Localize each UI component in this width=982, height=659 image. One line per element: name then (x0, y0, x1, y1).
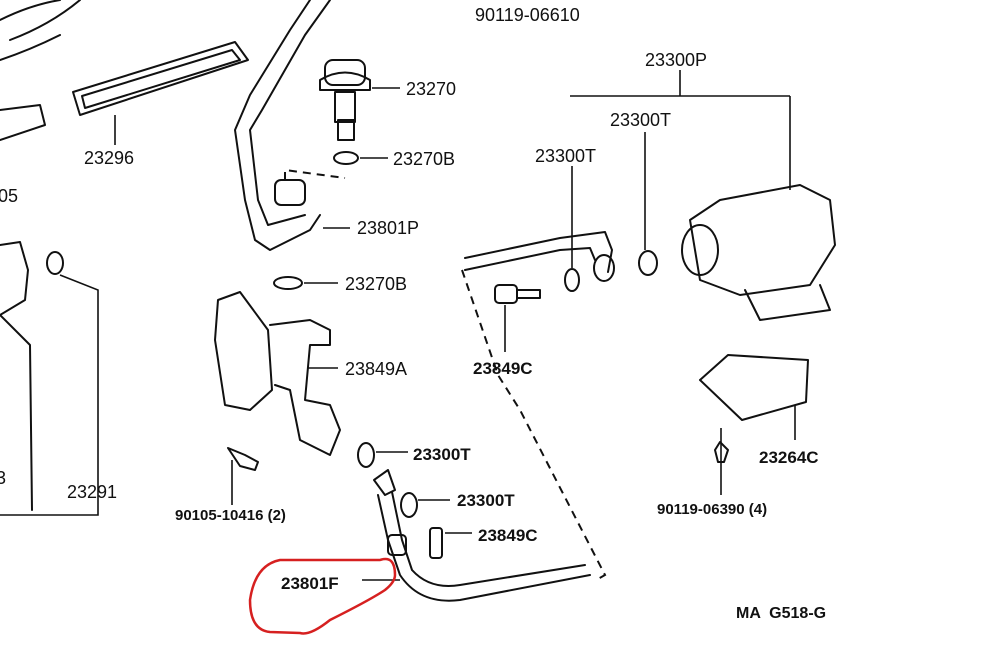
label-23300T-right[interactable]: 23300T (610, 110, 671, 130)
label-23300T-mid[interactable]: 23300T (413, 445, 471, 464)
label-23270[interactable]: 23270 (406, 79, 456, 99)
fuel-pipe-23801F (357, 442, 591, 602)
label-23300T-left[interactable]: 23300T (535, 146, 596, 166)
label-23270B-upper[interactable]: 23270B (393, 149, 455, 169)
label-23296[interactable]: 23296 (84, 148, 134, 168)
label-23291[interactable]: 23291 (67, 482, 117, 502)
fuel-filter-23300P (570, 70, 836, 321)
label-90119-06610[interactable]: 90119-06610 (475, 5, 580, 25)
label-23264C[interactable]: 23264C (759, 448, 819, 467)
label-23801F[interactable]: 23801F (281, 574, 339, 593)
cover-23296 (72, 41, 249, 145)
label-90105-10416[interactable]: 90105-10416 (2) (175, 507, 286, 524)
drawing-code: MA G518-G (736, 605, 826, 622)
label-23849A[interactable]: 23849A (345, 359, 407, 379)
label-partial-3: 3 (0, 468, 6, 488)
label-23300T-low[interactable]: 23300T (457, 491, 515, 510)
pressure-regulator-23270 (273, 59, 400, 290)
label-23849C-upper[interactable]: 23849C (473, 359, 533, 378)
engine-partial (0, 0, 99, 516)
pipe-upper (464, 132, 658, 352)
bracket-23264C (699, 354, 809, 495)
label-partial-05: 05 (0, 186, 18, 206)
dashed-route (461, 269, 607, 581)
fuel-hose (234, 0, 331, 251)
label-23801P[interactable]: 23801P (357, 218, 419, 238)
label-23849C-lower[interactable]: 23849C (478, 526, 538, 545)
label-90119-06390[interactable]: 90119-06390 (4) (657, 501, 767, 518)
label-23300P[interactable]: 23300P (645, 50, 707, 70)
bolt-90105 (227, 447, 259, 505)
highlight-circle (248, 557, 397, 635)
label-23270B-lower[interactable]: 23270B (345, 274, 407, 294)
clamp-23849A (214, 291, 341, 456)
